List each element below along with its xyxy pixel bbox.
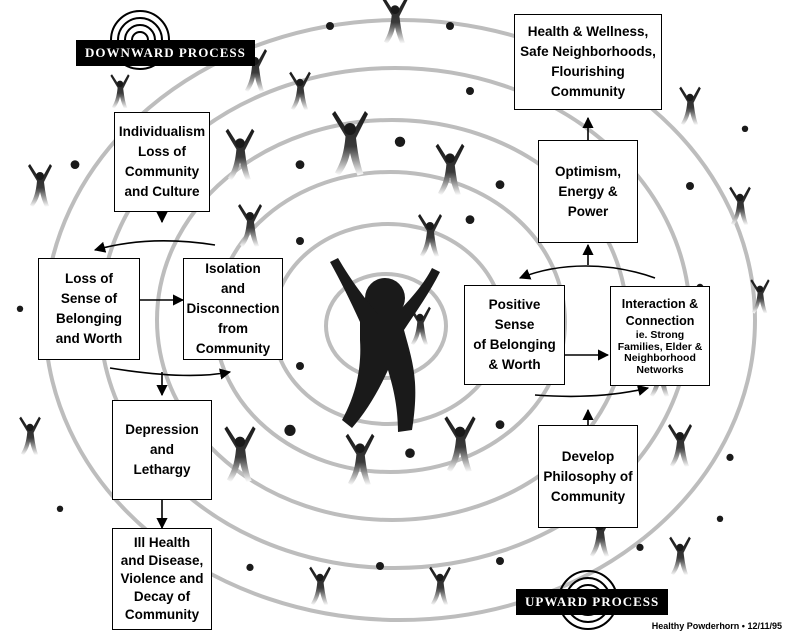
dancing-figure-icon	[729, 186, 751, 226]
dancing-figure-icon	[332, 111, 368, 176]
dancing-figure-icon	[405, 448, 415, 458]
dancing-figure-icon	[326, 22, 334, 30]
downward-process-banner: DOWNWARD PROCESS	[76, 40, 255, 66]
dancing-figure-icon	[409, 306, 431, 346]
dancing-figure-icon	[636, 543, 644, 551]
develop-philosophy-box: Develop Philosophy of Community	[538, 425, 638, 528]
dancing-figure-icon	[246, 563, 254, 571]
dancing-figure-icon	[309, 566, 331, 606]
crowd-figures	[16, 0, 770, 606]
dancing-figure-icon	[669, 536, 691, 576]
loss-sense-box: Loss of Sense of Belonging and Worth	[38, 258, 140, 360]
dancing-figure-icon	[750, 279, 770, 314]
central-dancing-figure-icon	[330, 258, 440, 432]
dancing-figure-icon	[446, 22, 454, 30]
dancing-figure-icon	[225, 128, 255, 181]
dancing-figure-icon	[56, 505, 64, 512]
dancing-figure-icon	[28, 164, 52, 207]
dancing-figure-icon	[418, 214, 442, 257]
dancing-figure-icon	[435, 143, 465, 196]
dancing-figure-icon	[376, 562, 384, 570]
dancing-figure-icon	[70, 160, 80, 169]
isolation-box: Isolation and Disconnection from Communi…	[183, 258, 283, 360]
interaction-subtitle: ie. Strong Families, Elder & Neighborhoo…	[617, 329, 703, 376]
interaction-box: Interaction & Connection ie. Strong Fami…	[610, 286, 710, 386]
dancing-figure-icon	[429, 566, 451, 606]
dancing-figure-icon	[296, 362, 304, 370]
dancing-figure-icon	[224, 426, 256, 483]
health-wellness-box: Health & Wellness, Safe Neighborhoods, F…	[514, 14, 662, 110]
dancing-figure-icon	[444, 416, 476, 473]
dancing-figure-icon	[741, 125, 749, 132]
dancing-figure-icon	[382, 0, 408, 44]
positive-sense-box: Positive Sense of Belonging & Worth	[464, 285, 565, 385]
upward-process-banner: UPWARD PROCESS	[516, 589, 669, 615]
dancing-figure-icon	[289, 71, 311, 111]
dancing-figure-icon	[238, 204, 262, 247]
dancing-figure-icon	[495, 420, 505, 429]
ill-health-box: Ill Health and Disease, Violence and Dec…	[112, 528, 212, 630]
dancing-figure-icon	[394, 136, 406, 147]
dancing-figure-icon	[495, 180, 505, 189]
individualism-box: Individualism Loss of Community and Cult…	[114, 112, 210, 212]
dancing-figure-icon	[345, 433, 375, 486]
dancing-figure-icon	[686, 182, 694, 190]
dancing-figure-icon	[465, 215, 475, 224]
dancing-figure-icon	[716, 515, 724, 522]
dancing-figure-icon	[296, 237, 304, 245]
optimism-box: Optimism, Energy & Power	[538, 140, 638, 243]
credit-text: Healthy Powderhorn • 12/11/95	[651, 621, 782, 631]
dancing-figure-icon	[679, 86, 701, 126]
dancing-figure-icon	[16, 305, 24, 312]
dancing-figure-icon	[110, 74, 130, 109]
dancing-figure-icon	[19, 416, 41, 456]
dancing-figure-icon	[295, 160, 305, 169]
dancing-figure-icon	[496, 557, 504, 565]
dancing-figure-icon	[668, 424, 692, 467]
dancing-figure-icon	[726, 453, 734, 461]
process-arrows	[93, 116, 656, 530]
depression-box: Depression and Lethargy	[112, 400, 212, 500]
dancing-figure-icon	[284, 424, 296, 436]
interaction-title: Interaction & Connection	[621, 297, 699, 328]
dancing-figure-icon	[466, 87, 474, 95]
